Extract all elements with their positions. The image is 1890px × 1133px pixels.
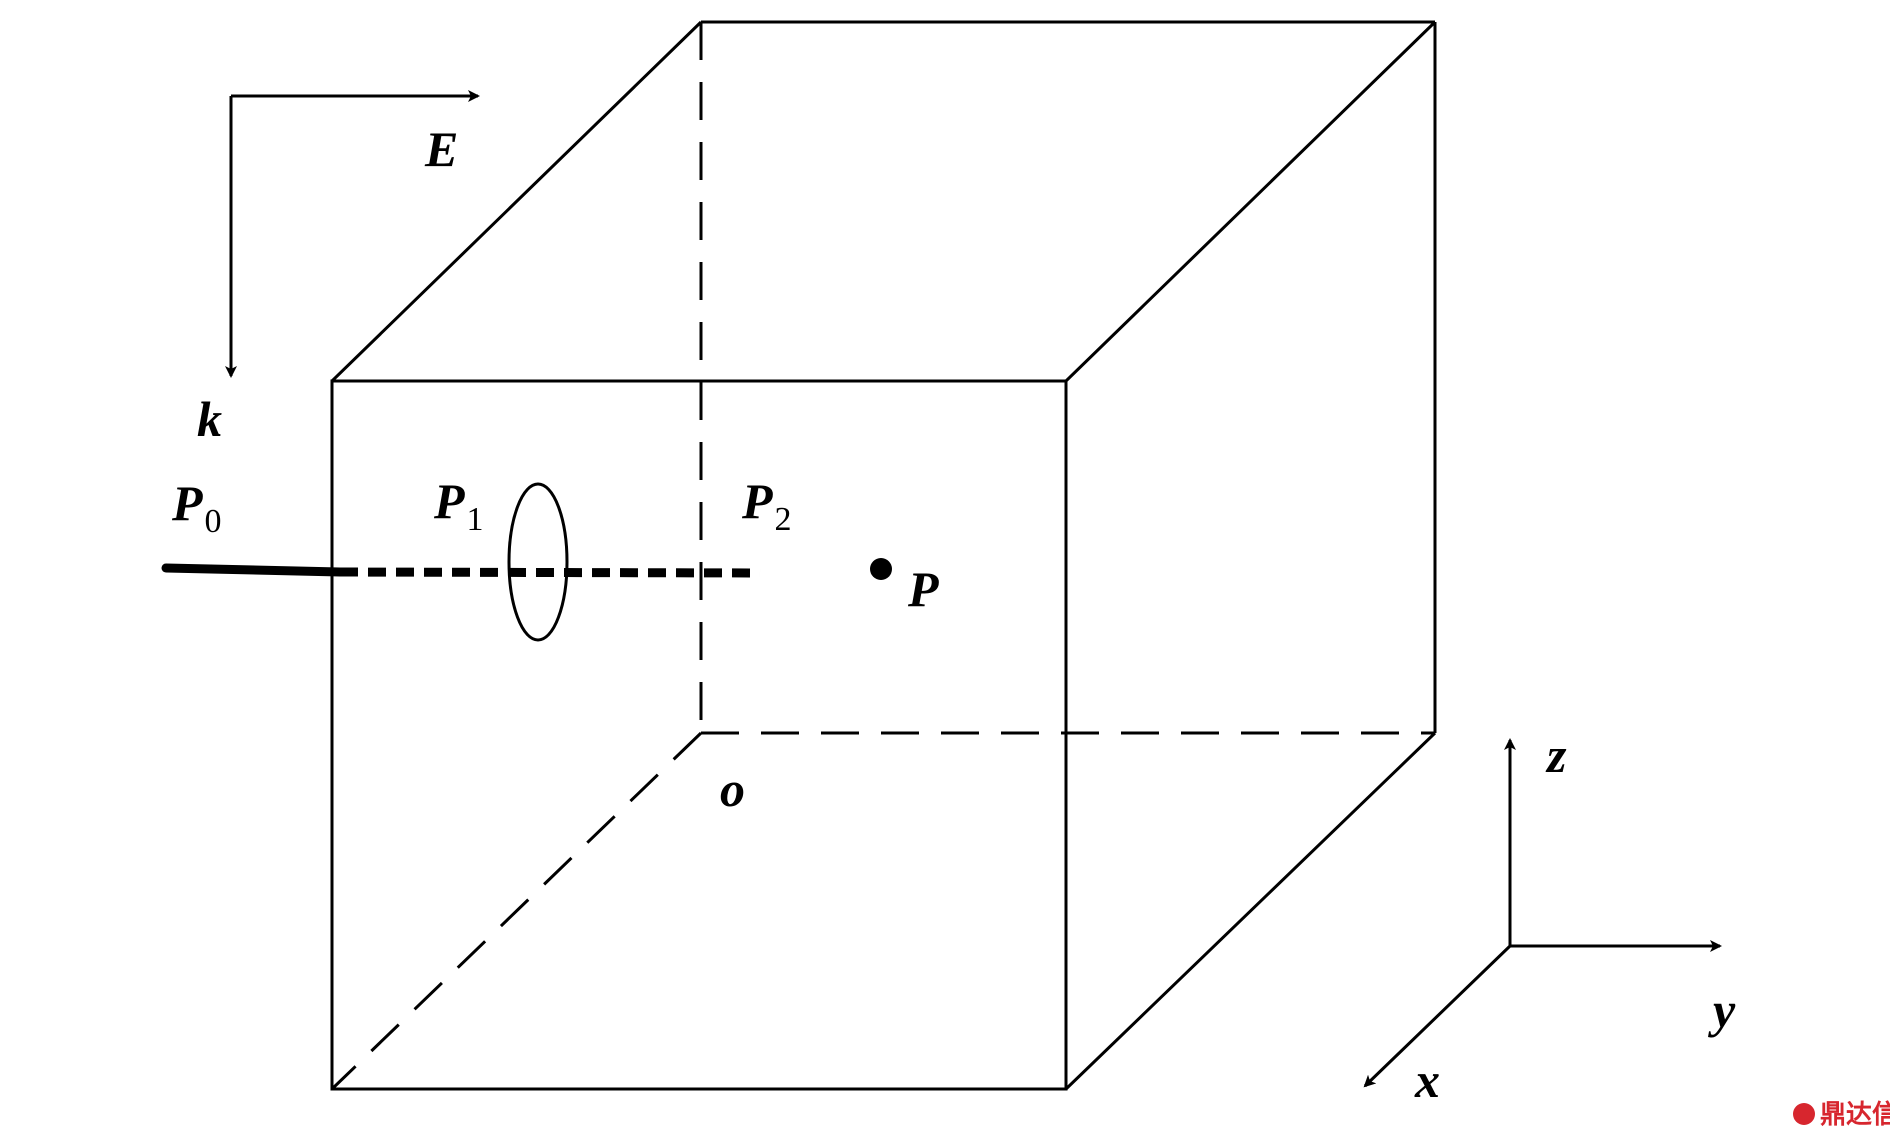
cube-edge-top-right xyxy=(1064,20,1437,383)
label-e: E xyxy=(424,121,458,177)
path-dashed-segment xyxy=(339,567,761,578)
hidden-edge-diagonal xyxy=(330,731,703,1091)
cube-edge-top-left xyxy=(330,20,703,383)
label-p: P xyxy=(907,561,939,617)
loop-ellipse xyxy=(507,482,569,642)
label-y-axis: y xyxy=(1708,982,1736,1038)
cube xyxy=(330,20,1437,1091)
coordinate-axes xyxy=(1363,738,1722,1088)
label-origin: o xyxy=(720,761,745,817)
label-k: k xyxy=(197,391,222,447)
label-p0: P0 xyxy=(171,475,222,540)
field-arrows xyxy=(225,90,480,378)
watermark-text: 鼎达信 xyxy=(1820,1100,1890,1130)
label-x-axis: x xyxy=(1414,1052,1440,1108)
cube-hidden-edges xyxy=(330,22,1435,1091)
watermark: 鼎达信 xyxy=(1793,1100,1890,1130)
watermark-logo-icon xyxy=(1793,1103,1815,1125)
label-p1: P1 xyxy=(433,473,484,538)
cube-edge-bottom-right xyxy=(1064,731,1437,1091)
cube-front-face xyxy=(330,379,1068,1091)
label-z-axis: z xyxy=(1545,727,1567,783)
path-solid-segment xyxy=(161,563,345,577)
x-axis xyxy=(1363,944,1512,1088)
label-p2: P2 xyxy=(741,473,792,538)
point-p-dot xyxy=(870,558,892,580)
